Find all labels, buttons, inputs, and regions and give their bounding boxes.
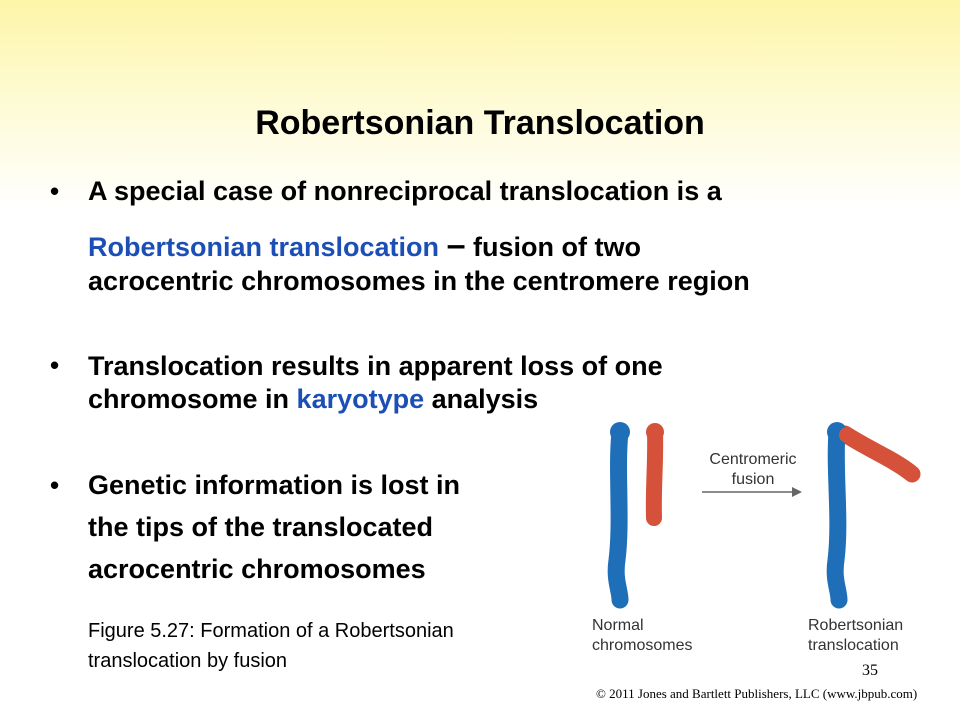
term-karyotype: karyotype: [296, 384, 425, 414]
em-dash: –: [446, 226, 466, 264]
bullet-1-line-2: Robertsonian translocation – fusion of t…: [88, 228, 641, 264]
arrow-label-line-2: fusion: [731, 471, 775, 488]
left-label-line-1: Normal: [592, 617, 644, 634]
bullet-2-line-2-pre: chromosome in: [88, 384, 297, 414]
bullet-1-line-3: acrocentric chromosomes in the centromer…: [88, 266, 750, 296]
normal-chromosomes-label: Normal chromosomes: [592, 616, 692, 656]
arrow-head-icon: [792, 487, 802, 497]
normal-blue-chromosome: [607, 423, 629, 609]
robertsonian-translocation-label: Robertsonian translocation: [808, 616, 903, 656]
bullet-marker: •: [50, 176, 60, 206]
bullet-2-line-2: chromosome in karyotype analysis: [88, 382, 538, 416]
bullet-marker: •: [50, 350, 60, 380]
normal-red-chromosome: [645, 424, 664, 526]
normal-blue-centromere: [610, 422, 630, 442]
translocated-blue-arm: [826, 423, 848, 609]
left-label-line-2: chromosomes: [592, 637, 693, 654]
term-robertsonian-translocation: Robertsonian translocation: [88, 232, 440, 262]
chromosome-diagram: [607, 422, 921, 609]
robertsonian-figure: Centromeric fusion Normal chromosomes Ro…: [560, 410, 960, 660]
bullet-2-line-2-post: analysis: [424, 384, 539, 414]
slide-title: Robertsonian Translocation: [255, 104, 705, 142]
fused-centromere-red: [839, 427, 855, 443]
page-number: 35: [862, 662, 878, 679]
arrow-label: Centromeric fusion: [698, 450, 808, 490]
bullet-1-line-1: A special case of nonreciprocal transloc…: [88, 176, 722, 206]
right-label-line-2: translocation: [808, 637, 899, 654]
bullet-3-line-1: Genetic information is lost in: [88, 470, 461, 500]
bullet-1-line-2-rest: fusion of two: [465, 232, 641, 262]
bullet-2-line-1: Translocation results in apparent loss o…: [88, 351, 663, 381]
translocated-red-arm: [836, 425, 921, 483]
arrow-label-line-1: Centromeric: [709, 451, 797, 468]
bullet-3-line-2: the tips of the translocated: [88, 512, 434, 542]
right-label-line-1: Robertsonian: [808, 617, 904, 634]
bullet-3-line-3: acrocentric chromosomes: [88, 554, 426, 584]
caption-line-2: translocation by fusion: [88, 650, 288, 672]
bullet-marker: •: [50, 470, 60, 500]
figure-caption: Figure 5.27: Formation of a Robertsonian…: [88, 616, 454, 676]
caption-line-1: Figure 5.27: Formation of a Robertsonian: [88, 620, 454, 642]
copyright-notice: © 2011 Jones and Bartlett Publishers, LL…: [596, 686, 918, 701]
normal-red-centromere: [646, 423, 664, 441]
